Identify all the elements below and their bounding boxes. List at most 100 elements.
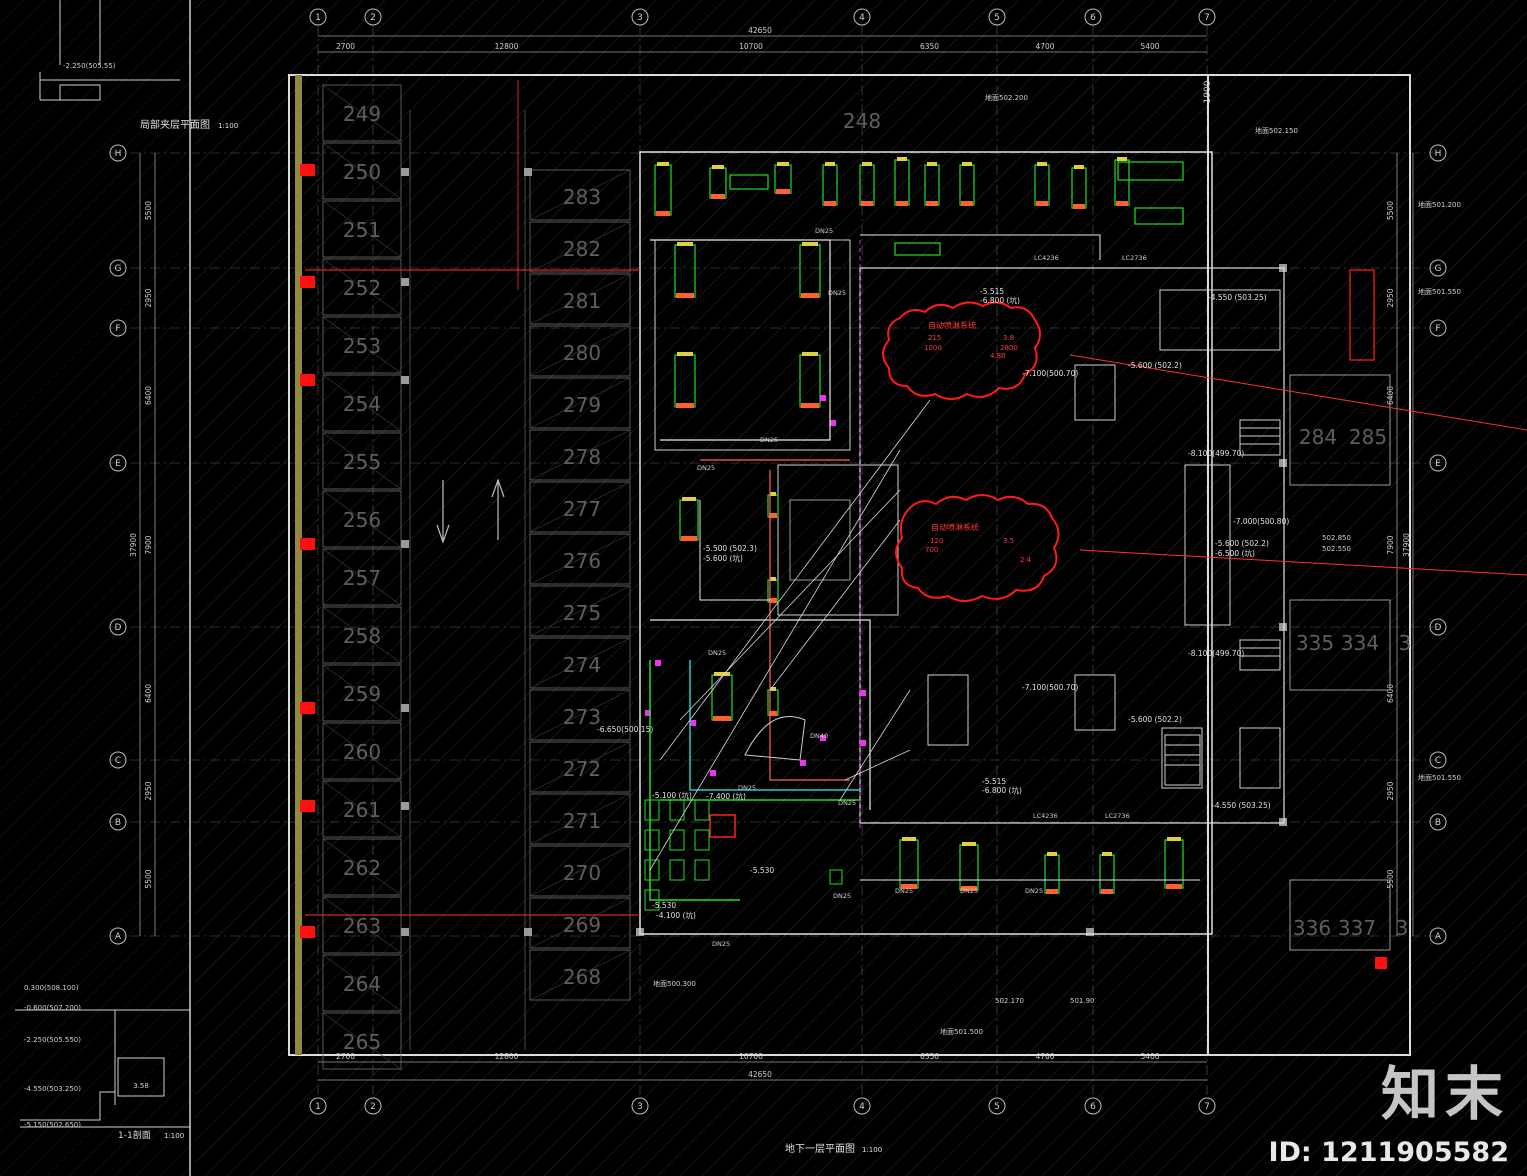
parking-stall — [529, 377, 631, 429]
soil-hatch — [195, 0, 1527, 1176]
grid-bubble — [1429, 454, 1447, 472]
level-label: -4.550 (503.25) — [1212, 801, 1271, 810]
pipe-tag: DN25 — [960, 887, 978, 895]
dim-right: 7900 — [1386, 535, 1395, 554]
grid-bubble — [364, 8, 382, 26]
dim-right-total: 37900 — [1402, 533, 1411, 557]
parking-stall-number: 282 — [563, 237, 601, 261]
column — [401, 278, 409, 286]
level-label: -6.650(500.15) — [597, 725, 653, 734]
red-box-value: 3.5 — [1003, 537, 1014, 545]
tank-cap — [770, 577, 776, 581]
grid-label-row: D — [1435, 623, 1442, 633]
parking-stall-number: 285 — [1349, 425, 1387, 449]
grid-label-row: A — [1435, 932, 1442, 942]
lc-tag: LC2736 — [1122, 254, 1147, 262]
pipe-tag: DN25 — [708, 649, 726, 657]
ground-elevation: 地面502.200 — [985, 93, 1028, 102]
dim-bottom: 12800 — [495, 1052, 519, 1061]
pump — [901, 884, 917, 889]
column — [401, 802, 409, 810]
tank-cap — [927, 162, 937, 166]
parking-stall — [529, 533, 631, 585]
tank-cap — [1102, 852, 1112, 856]
parking-stall-number: 261 — [343, 798, 381, 822]
pump — [961, 886, 977, 891]
grid-label-col: 4 — [859, 13, 865, 23]
parking-stall-number: 249 — [343, 102, 381, 126]
parking-stall-number: 281 — [563, 289, 601, 313]
grid-bubble — [1429, 618, 1447, 636]
dim-left: 6400 — [144, 386, 153, 405]
grid-label-col: 4 — [859, 1102, 865, 1112]
grid-label-row: D — [115, 623, 122, 633]
pipe-tag: DN25 — [697, 464, 715, 472]
column-marker — [300, 374, 315, 386]
dim-bottom: 6350 — [920, 1052, 939, 1061]
pump — [861, 201, 873, 206]
parking-stall — [322, 954, 402, 1012]
parking-stall-number: 335 — [1296, 631, 1334, 655]
grid-bubble — [309, 1097, 327, 1115]
grid-label-row: E — [115, 459, 121, 469]
pump — [676, 403, 694, 408]
tank-cap — [962, 162, 972, 166]
dim-top: 12800 — [495, 42, 519, 51]
outer-wall — [288, 74, 1209, 1056]
lc-tag: LC4236 — [1033, 812, 1058, 820]
grid-bubble — [364, 1097, 382, 1115]
parking-stall — [322, 84, 402, 142]
piping — [305, 234, 1527, 916]
dim-left: 2950 — [144, 288, 153, 307]
grid-label-row: H — [1435, 149, 1442, 159]
parking-stall-number: 284 — [1299, 425, 1337, 449]
level-label: -5.100 (坑) — [652, 790, 692, 800]
parking-stall-number: 334 — [1341, 631, 1379, 655]
dim-top: 5400 — [1140, 42, 1159, 51]
pipe-tag: DN25 — [712, 940, 730, 948]
dim-left-total: 37900 — [129, 533, 138, 557]
parking-stall — [529, 949, 631, 1001]
red-box-value: 4.80 — [990, 352, 1006, 360]
parking-stall — [529, 845, 631, 897]
parking-stall-number: 269 — [563, 913, 601, 937]
parking-stall-number: 252 — [343, 276, 381, 300]
red-box-title: 自动喷淋系统 — [931, 522, 979, 532]
parking-stall-number: 3 — [1399, 631, 1412, 655]
pump — [656, 211, 670, 216]
tank-cap — [1117, 157, 1127, 161]
dim-right: 2950 — [1386, 288, 1395, 307]
grid-label-col: 5 — [994, 1102, 1000, 1112]
dim-right: 6400 — [1386, 684, 1395, 703]
pump — [769, 598, 777, 603]
parking-stall — [529, 221, 631, 273]
pipe-tag: DN25 — [1025, 887, 1043, 895]
pipe-tag: DN25 — [760, 436, 778, 444]
dim-top-total: 42650 — [748, 26, 772, 35]
grid-bubble — [109, 259, 127, 277]
dim-left: 5500 — [144, 869, 153, 888]
grid-bubble — [853, 8, 871, 26]
dim-bottom: 4700 — [1035, 1052, 1054, 1061]
level-label: -5.600 (502.2) — [1128, 361, 1182, 370]
parking-stall-number: 259 — [343, 682, 381, 706]
grid-bubble — [109, 618, 127, 636]
ground-elevation: 地面501.550 — [1418, 773, 1461, 782]
section-level: -0.600(507.200) — [24, 1004, 81, 1012]
grid-bubble — [109, 454, 127, 472]
column — [401, 540, 409, 548]
parking-stall-number: 283 — [563, 185, 601, 209]
section-level: 0.300(508.100) — [24, 984, 79, 992]
pipe-tag: DN25 — [828, 289, 846, 297]
level-label: -7.100(500.70) — [1022, 683, 1078, 692]
mezzanine-scale: 1:100 — [218, 122, 238, 130]
column-marker — [300, 800, 315, 812]
level-label: -6.500 (坑) — [1215, 548, 1255, 558]
grid-label-row: B — [115, 818, 121, 828]
parking-stall-number: 336 — [1293, 916, 1331, 940]
parking-stall — [322, 838, 402, 896]
tank-cap — [712, 165, 724, 169]
grid-bubble — [109, 319, 127, 337]
pipe-tag: DN25 — [895, 887, 913, 895]
